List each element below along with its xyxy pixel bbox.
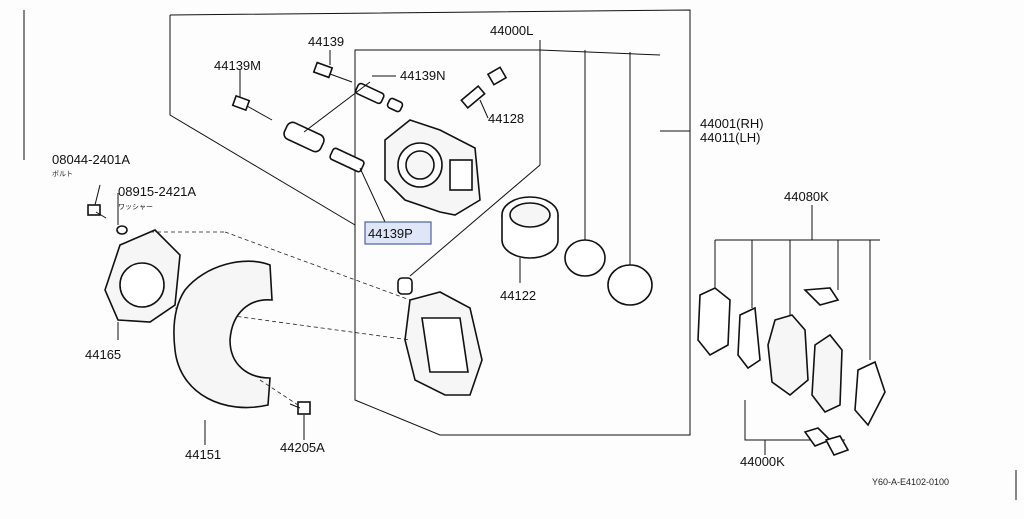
callout-08044[interactable]: 08044-2401A ボルト bbox=[52, 152, 130, 178]
pin-boot[interactable] bbox=[282, 120, 326, 153]
label-44165: 44165 bbox=[85, 347, 121, 362]
callout-44151[interactable]: 44151 bbox=[185, 447, 221, 462]
label-44139N: 44139N bbox=[400, 68, 446, 83]
leader-44128 bbox=[479, 99, 489, 119]
adaptor-44165[interactable] bbox=[104, 229, 181, 323]
bleeder-44128[interactable] bbox=[460, 66, 508, 110]
label-44139P: 44139P bbox=[368, 226, 413, 241]
label-44128: 44128 bbox=[488, 111, 524, 126]
label-08044-sub: ボルト bbox=[52, 170, 73, 178]
bolt-44205A[interactable] bbox=[289, 401, 311, 415]
leader-44139P bbox=[359, 167, 386, 223]
anti-squeal-shim-inner[interactable] bbox=[737, 306, 761, 370]
callout-44000K[interactable]: 44000K bbox=[740, 454, 785, 469]
label-44000K: 44000K bbox=[740, 454, 785, 469]
pad-support-plate[interactable] bbox=[854, 360, 886, 427]
callout-44128[interactable]: 44128 bbox=[488, 111, 524, 126]
caliper-inner-frame bbox=[354, 49, 661, 225]
callout-44139P-highlighted[interactable]: 44139P bbox=[364, 221, 432, 245]
caliper-body[interactable] bbox=[384, 119, 481, 216]
label-08044: 08044-2401A bbox=[52, 152, 130, 167]
callout-44000L[interactable]: 44000L bbox=[490, 23, 533, 38]
leader-boot bbox=[303, 81, 371, 133]
highlight-box-44139P bbox=[364, 221, 432, 245]
pin-44139P[interactable] bbox=[329, 147, 365, 173]
piston-44122[interactable] bbox=[501, 196, 559, 259]
assembly-dashline-4 bbox=[259, 379, 299, 406]
anti-squeal-shim-outer[interactable] bbox=[697, 287, 731, 357]
label-44151: 44151 bbox=[185, 447, 221, 462]
diagram-reference-code: Y60-A-E4102-0100 bbox=[872, 477, 949, 487]
assembly-dashline-3 bbox=[174, 307, 411, 341]
label-08915: 08915-2421A bbox=[118, 184, 196, 199]
washer-08915[interactable] bbox=[116, 225, 128, 235]
label-44000L: 44000L bbox=[490, 23, 533, 38]
label-08915-sub: ワッシャー bbox=[118, 203, 153, 211]
callout-08915[interactable]: 08915-2421A ワッシャー bbox=[118, 184, 196, 211]
dust-shield-44151[interactable] bbox=[173, 260, 273, 409]
label-44205A: 44205A bbox=[280, 440, 325, 455]
label-44139M: 44139M bbox=[214, 58, 261, 73]
bolt-44139[interactable] bbox=[312, 61, 353, 83]
callout-44139N[interactable]: 44139N bbox=[400, 68, 446, 83]
label-44139: 44139 bbox=[308, 34, 344, 49]
grommet[interactable] bbox=[397, 277, 413, 295]
pad-clips[interactable] bbox=[803, 427, 850, 456]
brake-pad-inner[interactable] bbox=[811, 333, 843, 413]
bolt-44139M[interactable] bbox=[231, 94, 273, 121]
assembly-dashline-2 bbox=[224, 231, 411, 301]
callout-44165[interactable]: 44165 bbox=[85, 347, 121, 362]
brake-pad-outer[interactable] bbox=[767, 314, 809, 397]
pin-44139N[interactable] bbox=[354, 82, 404, 113]
leader-grommet bbox=[409, 164, 541, 277]
label-44001-rh: 44001(RH) bbox=[700, 116, 764, 131]
leader-08044 bbox=[94, 184, 101, 206]
callout-44122[interactable]: 44122 bbox=[500, 288, 536, 303]
bolt-08044[interactable] bbox=[87, 204, 107, 219]
label-44080K: 44080K bbox=[784, 189, 829, 204]
label-44122: 44122 bbox=[500, 288, 536, 303]
callout-44139[interactable]: 44139 bbox=[308, 34, 344, 49]
pad-wear-indicator[interactable] bbox=[803, 287, 840, 306]
label-44011-lh: 44011(LH) bbox=[700, 130, 760, 145]
callout-44080K[interactable]: 44080K bbox=[784, 189, 829, 204]
callout-44139M[interactable]: 44139M bbox=[214, 58, 261, 73]
dust-boot-ring[interactable] bbox=[607, 264, 653, 306]
piston-seal-ring[interactable] bbox=[564, 239, 606, 277]
callout-44001[interactable]: 44001(RH) 44011(LH) bbox=[700, 116, 764, 145]
caliper-bracket[interactable] bbox=[404, 291, 483, 396]
callout-44205A[interactable]: 44205A bbox=[280, 440, 325, 455]
caliper-assembly-frame bbox=[169, 9, 691, 436]
